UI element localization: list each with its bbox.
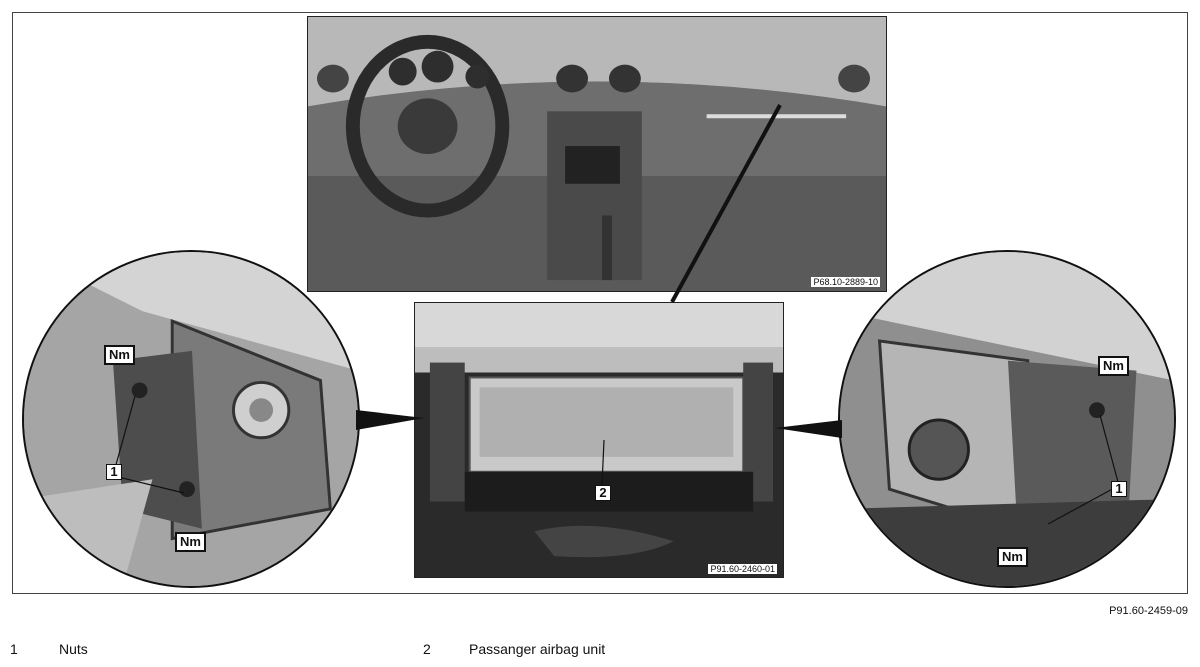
torque-label-left-top: Nm — [104, 345, 135, 365]
dashboard-photo: P68.10-2889-10 — [307, 16, 887, 292]
callout-number-airbag: 2 — [595, 485, 611, 501]
dashboard-photo-ref: P68.10-2889-10 — [811, 277, 880, 287]
legend-text-1: Nuts — [59, 641, 88, 657]
torque-label-left-bottom: Nm — [175, 532, 206, 552]
callout-number-nuts-left: 1 — [106, 464, 122, 480]
airbag-photo-ref: P91.60-2460-01 — [708, 564, 777, 574]
legend-number-1: 1 — [10, 641, 18, 657]
right-detail-view — [838, 250, 1176, 588]
legend-text-2: Passanger airbag unit — [469, 641, 606, 657]
airbag-photo: P91.60-2460-01 — [414, 302, 784, 578]
torque-label-right-top: Nm — [1098, 356, 1129, 376]
legend-number-2: 2 — [423, 641, 431, 657]
torque-label-right-bottom: Nm — [997, 547, 1028, 567]
figure-id: P91.60-2459-09 — [1109, 605, 1188, 617]
callout-number-nuts-right: 1 — [1111, 481, 1127, 497]
